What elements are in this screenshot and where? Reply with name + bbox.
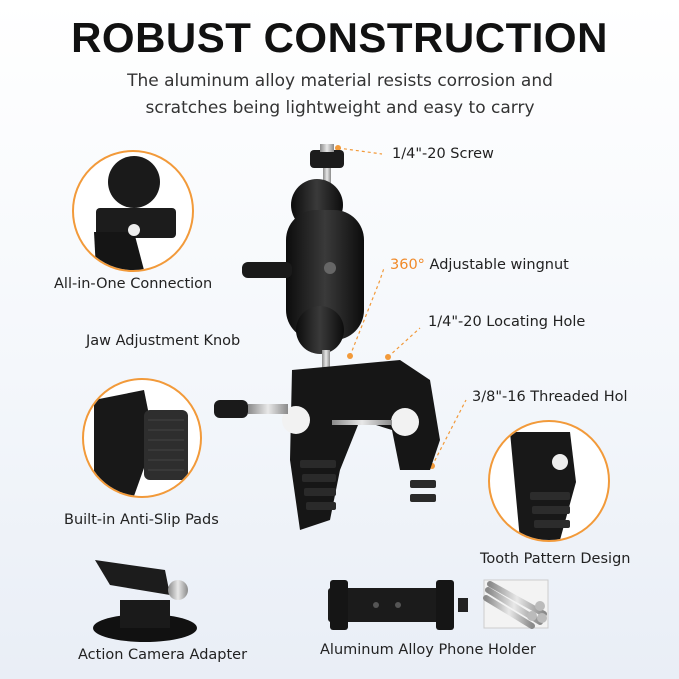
label-wingnut: 360° Adjustable wingnut [390, 257, 569, 273]
tooth-pattern-image [510, 432, 576, 540]
threaded-hole-leader-line [431, 399, 467, 467]
screw-leader-line [337, 147, 383, 155]
label-wingnut-degree: 360° [390, 257, 425, 273]
anti-slip-pad-image [94, 390, 188, 496]
detail-all-in-one [72, 150, 194, 272]
jaw-knob-icon [214, 400, 248, 418]
wingnut-leader-line [349, 267, 385, 357]
label-locating-hole: 1/4"-20 Locating Hole [428, 314, 586, 330]
label-threaded-hole: 3/8"-16 Threaded Hol [472, 389, 628, 405]
wingnut-icon [242, 262, 292, 278]
label-jaw-knob: Jaw Adjustment Knob [86, 333, 241, 349]
label-anti-slip: Built-in Anti-Slip Pads [64, 512, 219, 528]
label-phone-holder: Aluminum Alloy Phone Holder [320, 642, 536, 658]
page-subtitle: The aluminum alloy material resists corr… [60, 68, 620, 122]
page-title: ROBUST CONSTRUCTION [71, 14, 608, 61]
detail-tooth-pattern [488, 420, 610, 542]
ball-head-mount-image [94, 156, 176, 270]
label-wingnut-text: Adjustable wingnut [424, 257, 569, 273]
detail-anti-slip [82, 378, 202, 498]
label-screw: 1/4"-20 Screw [392, 146, 494, 162]
subtitle-line-1: The aluminum alloy material resists corr… [127, 71, 553, 91]
locating-hole-leader-line [387, 327, 421, 358]
label-all-in-one: All-in-One Connection [54, 276, 213, 292]
label-tooth-pattern: Tooth Pattern Design [480, 551, 631, 567]
subtitle-line-2: scratches being lightweight and easy to … [145, 98, 535, 118]
clamp-body [290, 360, 440, 530]
label-action-camera: Action Camera Adapter [78, 647, 248, 663]
